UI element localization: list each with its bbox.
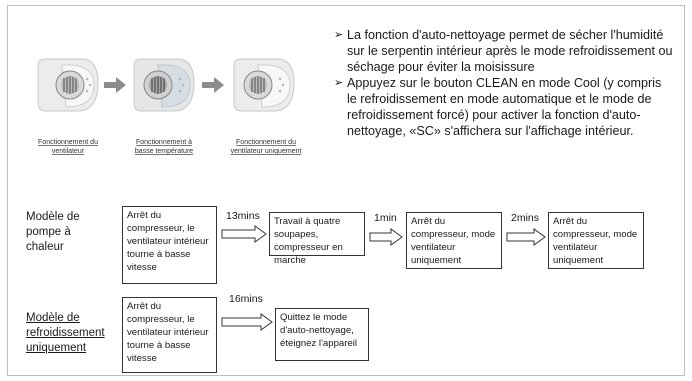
illustration-caption: Fonctionnement du ventilateur — [38, 139, 98, 155]
cooling-only-step-2: Quittez le mode d'auto-nettoyage, éteign… — [275, 308, 369, 361]
flow-arrow-icon — [369, 228, 403, 246]
cooling-only-label: Modèle de refroidissement uniquement — [26, 312, 105, 354]
flow-arrow-icon — [221, 225, 267, 243]
heat-pump-label: Modèle de pompe à chaleur — [26, 211, 80, 253]
heat-pump-step-1: Arrêt du compresseur, le ventilateur int… — [122, 206, 217, 284]
description-list: ➢ La fonction d'auto-nettoyage permet de… — [334, 27, 674, 139]
duration-label: 13mins — [226, 210, 260, 222]
heat-pump-step-2: Travail à quatre soupapes, compresseur e… — [269, 212, 365, 266]
slide-frame — [7, 5, 685, 376]
heat-pump-step-4: Arrêt du compresseur, mode ventilateur u… — [548, 212, 644, 269]
flow-arrow-icon — [506, 228, 546, 246]
flow-arrow-icon — [104, 77, 126, 93]
description-bullet: ➢ La fonction d'auto-nettoyage permet de… — [334, 28, 673, 74]
heat-pump-step-3: Arrêt du compresseur, mode ventilateur u… — [406, 212, 502, 269]
duration-label: 16mins — [229, 293, 263, 305]
illustration-caption: Fonctionnement du ventilateur uniquement — [230, 139, 302, 155]
flow-arrow-icon — [221, 313, 273, 331]
ac-unit-fan-icon — [37, 58, 99, 112]
ac-unit-fan-only-icon — [233, 58, 295, 112]
duration-label: 2mins — [511, 212, 540, 224]
bullet-arrow-icon: ➢ — [334, 77, 344, 89]
bullet-arrow-icon: ➢ — [334, 29, 344, 41]
cooling-only-step-1: Arrêt du compresseur, le ventilateur int… — [122, 297, 217, 373]
flow-arrow-icon — [202, 77, 224, 93]
ac-unit-low-temp-icon — [133, 58, 195, 112]
duration-label: 1min — [374, 212, 397, 224]
illustration-caption: Fonctionnement à basse température — [134, 139, 194, 155]
description-bullet: ➢ Appuyez sur le bouton CLEAN en mode Co… — [334, 76, 662, 138]
